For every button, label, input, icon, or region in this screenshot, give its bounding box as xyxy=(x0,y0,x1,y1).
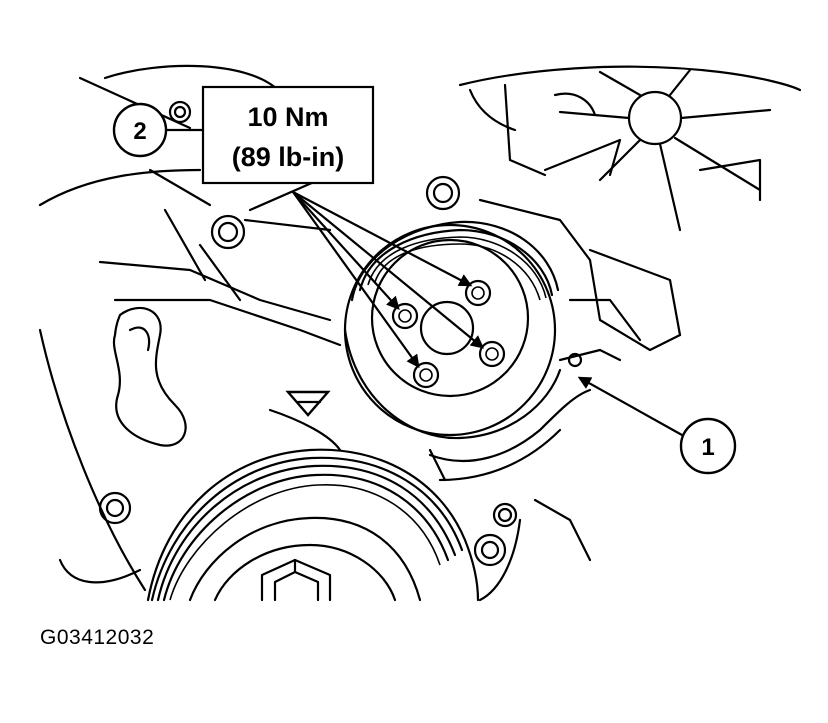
idler-pulley xyxy=(343,220,562,440)
cover-bolt xyxy=(425,175,461,211)
right-bracket xyxy=(478,198,682,368)
timing-mark xyxy=(285,390,331,417)
leader-arrow xyxy=(291,190,420,369)
pulley-bolts xyxy=(391,279,506,389)
timing-cover-contour xyxy=(268,388,592,602)
pulley-bolt xyxy=(412,361,440,389)
pulley-bolt xyxy=(464,279,492,307)
callout-1-label: 1 xyxy=(701,434,714,461)
callout-2: 2 xyxy=(112,102,205,158)
cover-bolt xyxy=(168,100,192,124)
leader-arrow xyxy=(291,190,485,349)
cover-bolt xyxy=(210,214,246,250)
cover-cutout xyxy=(112,306,187,447)
cover-bolt xyxy=(473,533,507,567)
pulley-bolt xyxy=(391,302,419,330)
callout-2-label: 2 xyxy=(133,118,146,145)
leader-arrow xyxy=(291,190,400,310)
engine-block-outline xyxy=(38,64,342,592)
torque-label: 10 Nm (89 lb-in) xyxy=(201,85,375,185)
callout-1: 1 xyxy=(577,376,737,475)
cover-bolt xyxy=(98,491,132,525)
pulley-bolt xyxy=(478,340,506,368)
upper-right-component xyxy=(458,65,802,232)
leader-arrow xyxy=(291,190,473,287)
figure-id: G03412032 xyxy=(40,626,155,649)
torque-leader-arrows xyxy=(291,190,485,369)
cover-bolt xyxy=(492,502,518,528)
cover-bolts xyxy=(98,100,518,567)
torque-value-nm: 10 Nm xyxy=(247,102,328,132)
crankshaft-pulley xyxy=(146,448,480,602)
torque-value-lbin: (89 lb-in) xyxy=(232,142,345,172)
